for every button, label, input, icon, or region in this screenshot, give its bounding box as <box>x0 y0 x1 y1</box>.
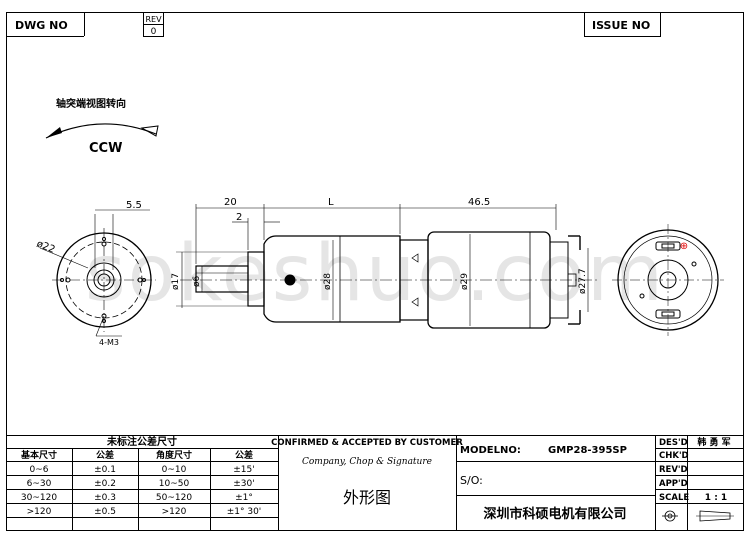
scale-label: SCALE <box>659 493 689 503</box>
table-cell: ±30' <box>233 479 254 489</box>
rev-label: REV <box>145 15 162 24</box>
so-label: S/O: <box>460 474 483 487</box>
motor-side-view <box>176 204 600 329</box>
sheet-border <box>6 12 744 531</box>
dim-dia-17: ø17 <box>171 273 181 290</box>
confirm-subtitle: Company, Chop & Signature <box>302 457 432 467</box>
table-cell: 10~50 <box>159 479 190 489</box>
header: DWG NO REV 0 ISSUE NO <box>6 12 661 37</box>
dim-holes: 4-M3 <box>99 338 119 347</box>
tolerance-title: 未标注公差尺寸 <box>106 435 177 448</box>
table-cell: ±0.5 <box>94 507 116 517</box>
dwg-no-label: DWG NO <box>15 19 68 32</box>
tol-header-tolerance-2: 公差 <box>235 449 253 461</box>
tolerance-table <box>6 435 279 530</box>
des-label: DES'D <box>659 438 688 448</box>
issue-no-label: ISSUE NO <box>592 19 650 32</box>
dim-46-5: 46.5 <box>468 197 490 208</box>
table-cell: >120 <box>27 507 52 517</box>
rotation-indicator: 轴突端视图转向 CCW <box>45 97 159 156</box>
model-value: GMP28-395SP <box>548 445 627 456</box>
table-cell: 0~10 <box>162 465 187 475</box>
tol-header-angle-size: 角度尺寸 <box>156 449 192 461</box>
tol-header-basic-size: 基本尺寸 <box>20 449 57 461</box>
plus-terminal-icon: ⊕ <box>680 241 688 252</box>
des-value: 韩 勇 军 <box>697 436 730 448</box>
table-cell: ±0.1 <box>94 465 116 475</box>
dim-dia-28: ø28 <box>323 273 333 290</box>
table-cell: 30~120 <box>21 493 57 503</box>
table-cell: ±0.3 <box>94 493 116 503</box>
dim-20: 20 <box>224 197 237 208</box>
title-block <box>456 435 656 530</box>
table-cell: 0~6 <box>30 465 49 475</box>
motor-rear-view <box>612 224 724 336</box>
sign-block <box>655 435 744 530</box>
table-cell: 6~30 <box>27 479 52 489</box>
table-cell: ±0.2 <box>94 479 116 489</box>
confirm-title: CONFIRMED & ACCEPTED BY CUSTOMER <box>271 438 463 448</box>
rotation-caption: 轴突端视图转向 <box>56 97 126 110</box>
dim-2: 2 <box>236 212 242 223</box>
chk-label: CHK'D <box>659 451 689 461</box>
drawing-name: 外形图 <box>343 488 391 507</box>
table-cell: ±1° <box>235 493 253 503</box>
dim-dia-27-7: ø27.7 <box>578 268 588 294</box>
rev-d-label: REV'D <box>659 465 688 475</box>
rotation-direction: CCW <box>89 141 122 156</box>
dim-dia-6: ø6 <box>192 275 202 287</box>
company-name: 深圳市科硕电机有限公司 <box>483 506 626 522</box>
model-label: MODELNO: <box>460 445 521 456</box>
table-cell: >120 <box>162 507 187 517</box>
dim-dia-22: ø22 <box>35 239 57 256</box>
table-cell: ±15' <box>233 465 254 475</box>
shaft-end-view <box>39 209 156 337</box>
tol-header-tolerance-1: 公差 <box>96 449 114 461</box>
table-cell: ±1° 30' <box>227 507 262 517</box>
table-cell: 50~120 <box>156 493 192 503</box>
app-label: APP'D <box>659 479 688 489</box>
scale-value: 1 : 1 <box>705 493 727 503</box>
projection-symbol-icon <box>662 510 734 522</box>
rev-value: 0 <box>151 27 157 37</box>
watermark: sokeshuo.com <box>85 229 665 319</box>
dim-L: L <box>328 197 334 208</box>
dim-5-5: 5.5 <box>126 200 142 211</box>
ccw-arrow-icon <box>45 123 157 139</box>
dim-dia-29: ø29 <box>460 273 470 290</box>
